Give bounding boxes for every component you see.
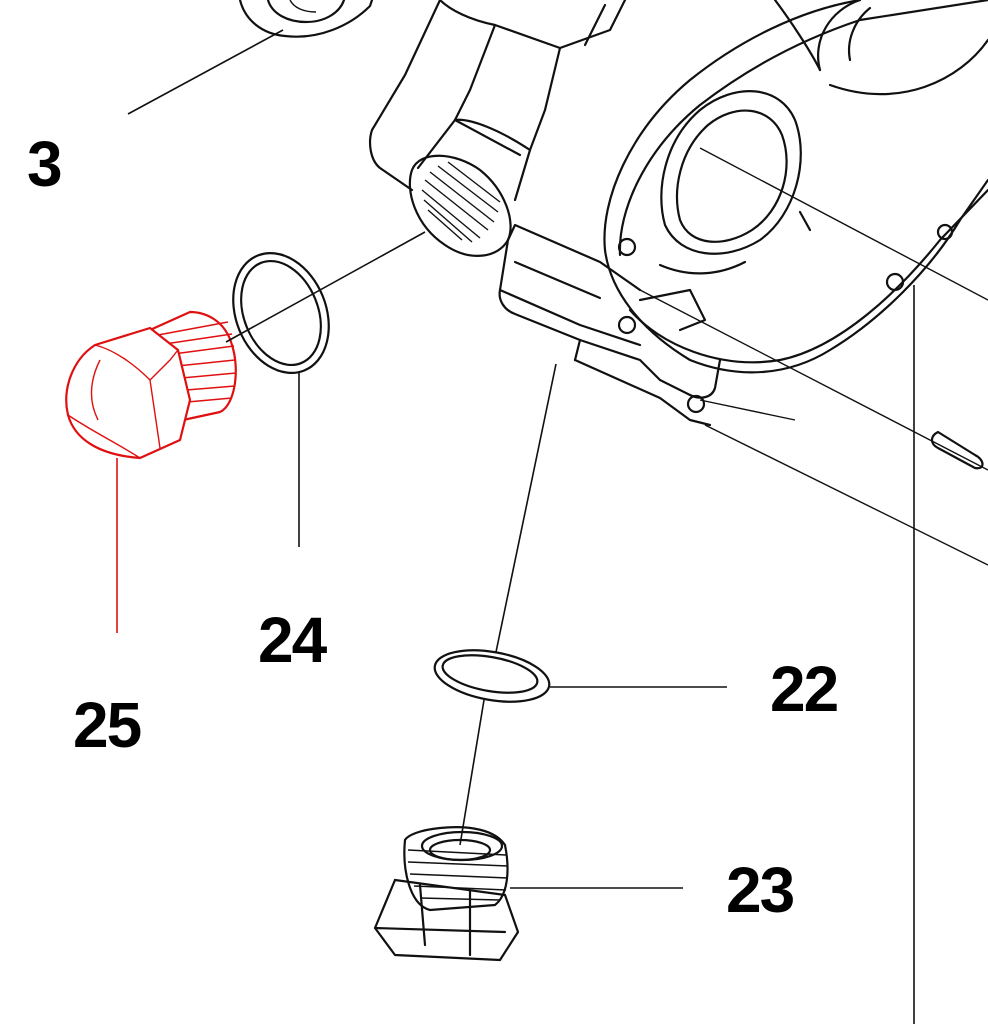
pump-housing	[369, 0, 988, 566]
leader-22-to-23	[459, 699, 485, 846]
part-25-plug	[65, 310, 237, 460]
callout-24: 24	[258, 604, 328, 676]
callout-3: 3	[27, 128, 61, 200]
housing-port-threads	[421, 161, 501, 243]
part-23-drain-plug	[373, 826, 520, 962]
callout-labels: 3 22 23 24 25	[27, 128, 840, 926]
callout-23: 23	[726, 854, 794, 926]
part-24-o-ring	[232, 251, 330, 375]
part-3-fragment	[238, 0, 374, 38]
leader-3	[127, 29, 284, 115]
part-22-seal-ring	[433, 649, 551, 703]
callout-22: 22	[770, 653, 838, 725]
leader-24-b	[225, 231, 426, 343]
leader-lines	[116, 29, 915, 1024]
leader-housing-to-22	[495, 363, 557, 653]
callout-25: 25	[73, 689, 141, 761]
